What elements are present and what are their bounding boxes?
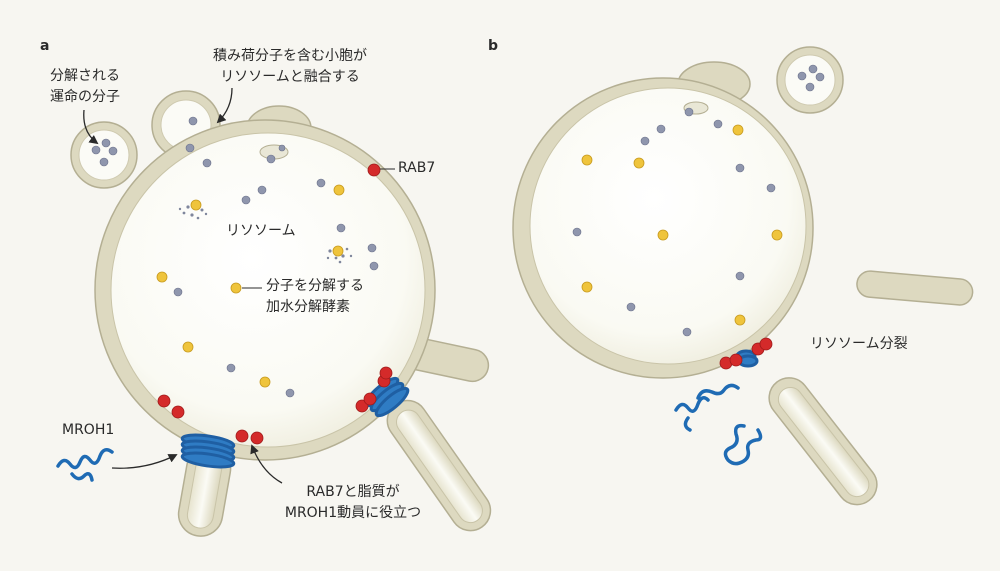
hydrolases-b: [581, 124, 783, 326]
lysosome-b: [512, 77, 814, 379]
arrow-fusion: [216, 87, 233, 124]
label-recruit-line1: RAB7と脂質が: [306, 484, 400, 500]
mroh1-coil-bottom: [180, 433, 236, 469]
label-rab7: RAB7: [398, 160, 436, 176]
label-degrade-molecule: 分解される 運命の分子: [40, 66, 130, 108]
cargo-vesicle-b: [776, 46, 844, 114]
rab7-markers-b: [719, 337, 773, 370]
panel-b-letter: b: [488, 38, 499, 54]
cargo-molecules-b: [572, 107, 776, 337]
cargo-molecules-a: [173, 116, 379, 398]
detached-tubule-1: [856, 270, 974, 306]
panel-b: [512, 46, 974, 506]
label-enzyme-line1: 分子を分解する: [266, 278, 364, 294]
label-enzyme-line2: 加水分解酵素: [266, 299, 350, 315]
label-mroh1: MROH1: [62, 422, 115, 438]
hydrolases-a: [156, 184, 345, 388]
label-fission: リソソーム分裂: [810, 336, 908, 352]
mroh1-free: [56, 448, 114, 482]
fusing-vesicle: [151, 90, 221, 160]
arrow-mroh1: [111, 454, 178, 469]
label-recruit-line2: MROH1動員に役立つ: [284, 505, 422, 521]
label-recruit: RAB7と脂質が MROH1動員に役立つ: [268, 482, 438, 524]
detached-tubule-2: [768, 377, 878, 506]
label-vesicle-fuse-line2: リソソームと融合する: [220, 69, 360, 85]
mroh1-released-2: [723, 423, 763, 466]
arrow-rab7-lipid: [250, 444, 283, 484]
label-lysosome: リソソーム: [226, 223, 296, 239]
lysosome-a: [94, 119, 436, 461]
label-vesicle-fuse: 積み荷分子を含む小胞が リソソームと融合する: [200, 46, 380, 88]
label-degrade-molecule-line1: 分解される: [50, 68, 120, 84]
mroh1-released-1: [674, 383, 740, 432]
rab7-markers-a: [157, 163, 393, 445]
label-enzyme: 分子を分解する 加水分解酵素: [266, 276, 364, 318]
cargo-vesicle-a: [70, 121, 138, 189]
label-degrade-molecule-line2: 運命の分子: [50, 89, 120, 105]
arrow-to-vesicle: [83, 109, 99, 145]
panel-a-letter: a: [40, 38, 50, 54]
panel-a: [56, 87, 492, 537]
label-vesicle-fuse-line1: 積み荷分子を含む小胞が: [213, 48, 367, 64]
